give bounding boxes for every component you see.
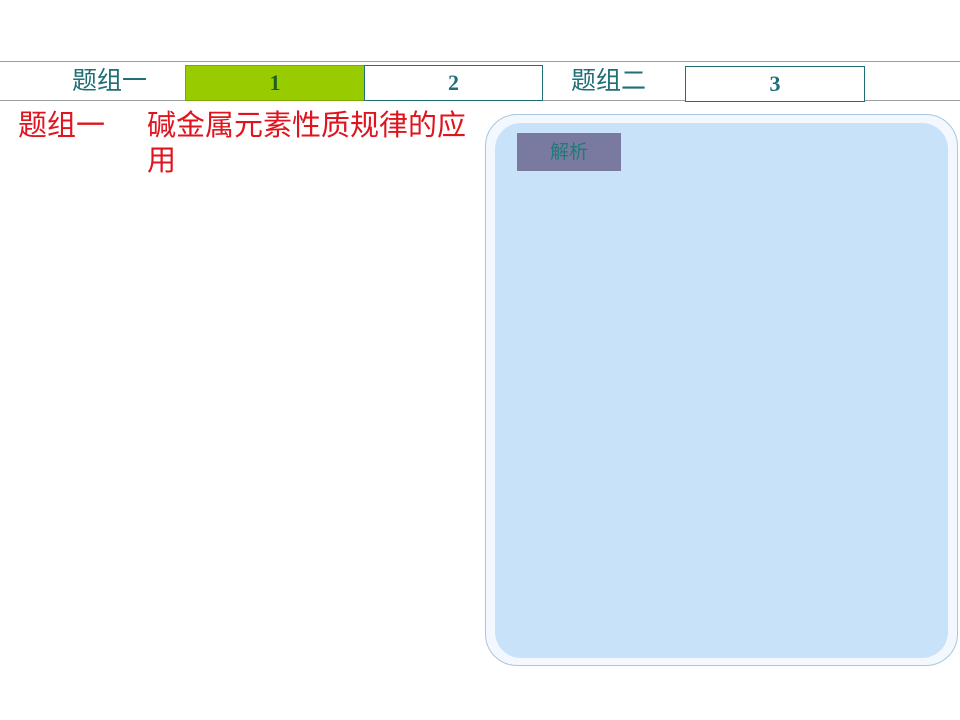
analysis-button[interactable]: 解析	[517, 133, 621, 171]
group-one-label: 题组一	[72, 66, 148, 95]
analysis-panel-content	[495, 123, 948, 658]
question-nav-bar: 题组一 1 2 题组二 3	[0, 61, 960, 102]
question-tab-2[interactable]: 2	[364, 65, 543, 101]
section-title-topic: 碱金属元素性质规律的应用	[147, 108, 467, 177]
analysis-panel	[485, 114, 958, 666]
section-title-prefix: 题组一	[18, 108, 106, 142]
group-two-label: 题组二	[571, 66, 647, 95]
question-tab-1[interactable]: 1	[185, 65, 365, 101]
question-tab-3[interactable]: 3	[685, 66, 865, 102]
